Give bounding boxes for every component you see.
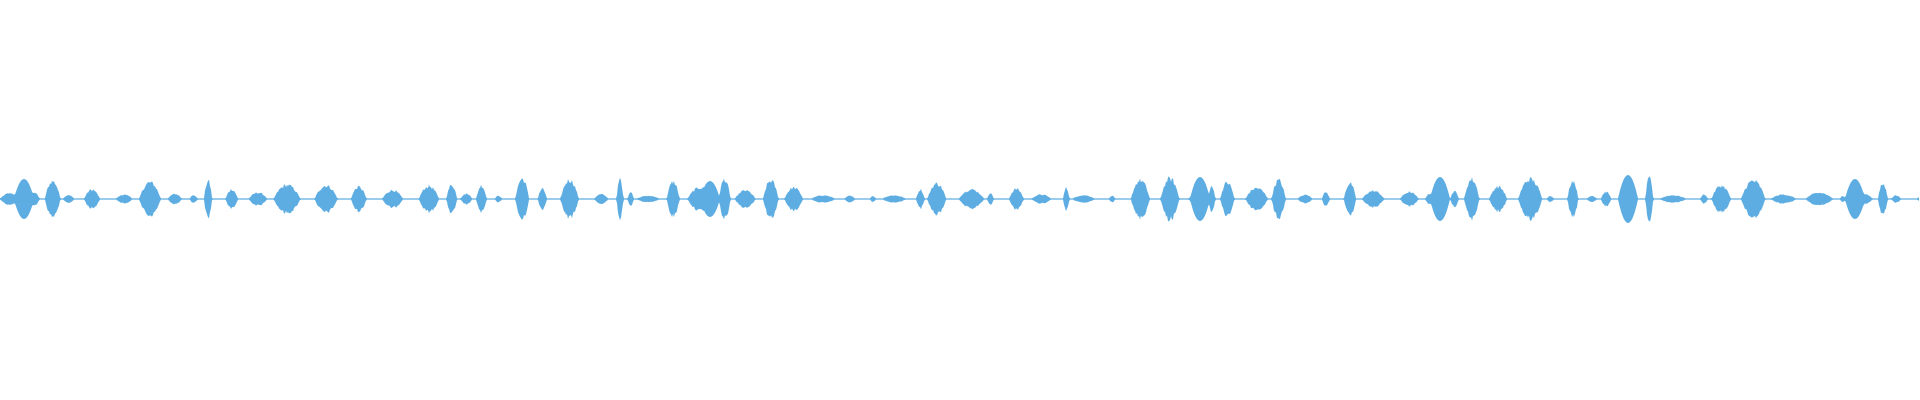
waveform-shape: [0, 175, 1919, 223]
